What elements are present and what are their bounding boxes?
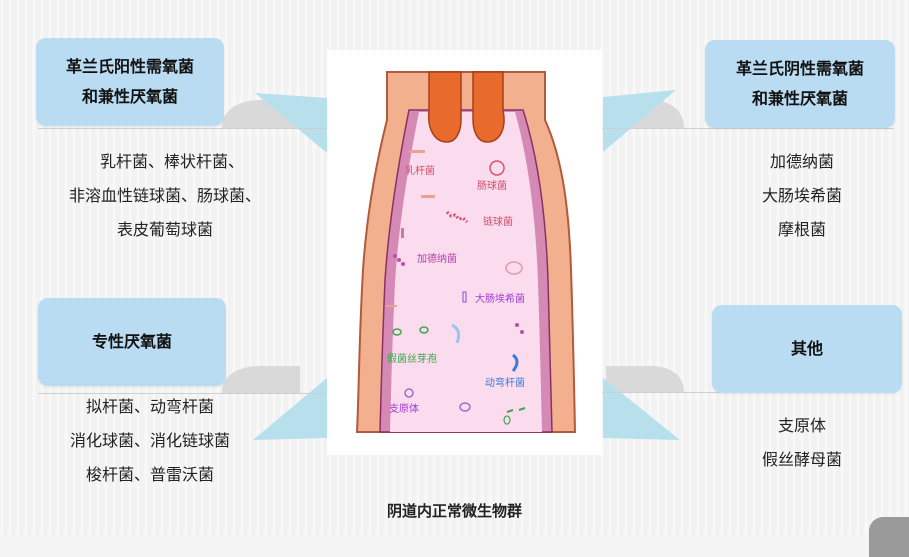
- label-lactobacillus: 乳杆菌: [405, 164, 435, 177]
- label-mycoplasma: 支原体: [389, 403, 419, 415]
- list-item: 拟杆菌、动弯杆菌: [85, 397, 214, 416]
- list-item: 支原体: [777, 416, 826, 435]
- box-others: 其他: [712, 305, 902, 393]
- label-streptococcus: 链球菌: [483, 215, 513, 228]
- divider-top-right: [602, 128, 894, 129]
- list-item: 大肠埃希菌: [761, 186, 842, 205]
- list-item: 非溶血性链球菌、肠球菌、: [68, 186, 261, 205]
- wedge-top-left: [255, 93, 327, 153]
- wedge-top-right: [603, 90, 676, 152]
- lumen: [390, 112, 542, 432]
- box-obligate-anaerobes-label: 专性厌氧菌: [91, 332, 172, 351]
- label-mobiluncus: 动弯杆菌: [485, 376, 525, 389]
- box-gram-positive-line1: 革兰氏阳性需氧菌: [65, 57, 194, 76]
- box-gram-positive: 革兰氏阳性需氧菌 和兼性厌氧菌: [36, 38, 224, 126]
- illustration-panel: 乳杆菌 肠球菌 链球菌 加德纳菌 大肠埃希菌 假菌丝芽孢 动弯杆菌 支原体: [327, 50, 602, 455]
- box-gram-negative-line1: 革兰氏阴性需氧菌: [735, 59, 864, 78]
- label-enterococcus: 肠球菌: [477, 179, 507, 192]
- box-gram-negative: 革兰氏阴性需氧菌 和兼性厌氧菌: [705, 40, 895, 128]
- list-item: 假丝酵母菌: [761, 450, 842, 469]
- tab-bottom-left: [222, 366, 300, 393]
- vaginal-cross-section: 乳杆菌 肠球菌 链球菌 加德纳菌 大肠埃希菌 假菌丝芽孢 动弯杆菌 支原体: [355, 71, 577, 433]
- cervix: [427, 71, 462, 143]
- corner-decoration: [869, 517, 909, 557]
- list-item: 消化球菌、消化链球菌: [69, 431, 230, 450]
- box-gram-positive-line2: 和兼性厌氧菌: [81, 87, 178, 106]
- wedge-bottom-right: [603, 378, 680, 440]
- list-item: 摩根菌: [777, 220, 826, 239]
- box-others-label: 其他: [790, 339, 823, 358]
- label-pseudohyphae: 假菌丝芽孢: [387, 352, 437, 365]
- label-gardnerella: 加德纳菌: [417, 252, 457, 265]
- divider-top-left: [38, 128, 327, 129]
- list-item: 梭杆菌、普雷沃菌: [85, 465, 214, 484]
- figure-caption: 阴道内正常微生物群: [386, 502, 522, 520]
- list-obligate-anaerobes: 拟杆菌、动弯杆菌 消化球菌、消化链球菌 梭杆菌、普雷沃菌: [20, 390, 280, 492]
- list-others: 支原体 假丝酵母菌: [712, 409, 892, 477]
- box-gram-negative-line2: 和兼性厌氧菌: [751, 89, 848, 108]
- divider-bottom-left: [38, 393, 327, 394]
- cervix-right: [472, 71, 505, 143]
- box-obligate-anaerobes: 专性厌氧菌: [38, 298, 226, 386]
- tab-bottom-right: [606, 366, 684, 392]
- list-item: 表皮葡萄球菌: [116, 220, 213, 239]
- list-item: 加德纳菌: [769, 152, 834, 171]
- label-e-coli: 大肠埃希菌: [475, 292, 525, 305]
- list-gram-positive: 乳杆菌、棒状杆菌、 非溶血性链球菌、肠球菌、 表皮葡萄球菌: [20, 145, 310, 247]
- list-gram-negative: 加德纳菌 大肠埃希菌 摩根菌: [712, 145, 892, 247]
- list-item: 乳杆菌、棒状杆菌、: [99, 152, 244, 171]
